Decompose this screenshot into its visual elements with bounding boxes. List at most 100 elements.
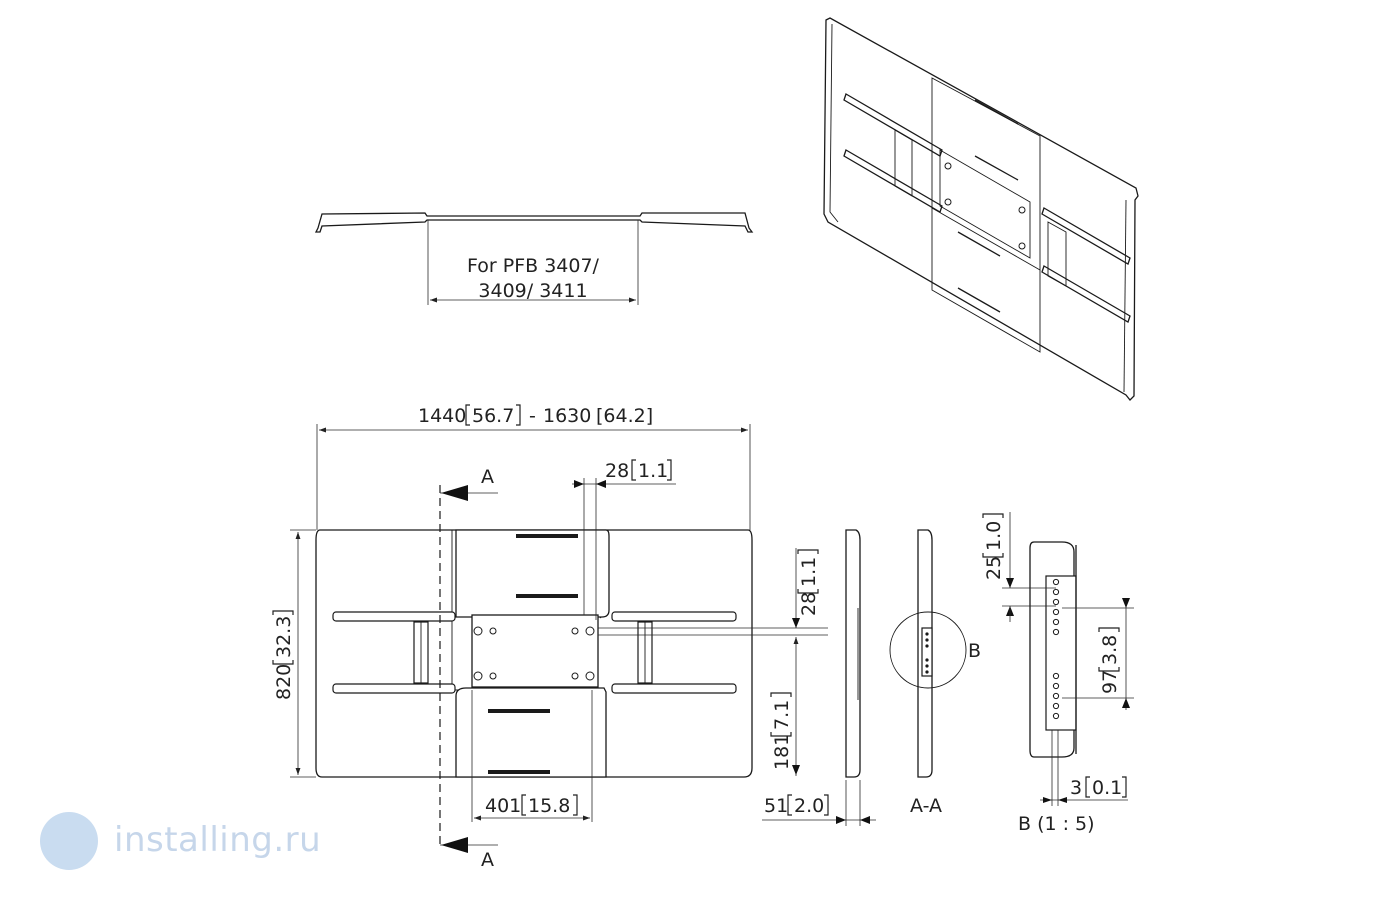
bracket-open (797, 589, 819, 594)
front-mount-hole (473, 626, 483, 636)
detail-top-mm: 25 (983, 556, 1005, 580)
bracket-open (465, 404, 470, 426)
bracket-close (824, 794, 829, 816)
side-plate (845, 529, 861, 778)
iso-bracket-left (894, 129, 913, 197)
detail-hole (1052, 628, 1060, 636)
front-bar (516, 534, 578, 538)
top-view: For PFB 3407/ 3409/ 3411 (314, 212, 754, 305)
detail-thick-mm: 3 (1070, 777, 1082, 799)
detail-arrow (1122, 698, 1130, 708)
bracket-close (573, 794, 578, 816)
front-mount-hole (585, 626, 595, 636)
iso-hole (944, 198, 952, 206)
detail-top-in: 1.0 (983, 521, 1005, 551)
section-arrow-top (441, 485, 468, 501)
iso-center-panel-bottom (931, 208, 1041, 353)
front-width-in-min: 56.7 (472, 405, 514, 427)
iso-hole (944, 162, 952, 170)
bracket-open (631, 459, 636, 481)
front-bar (488, 770, 550, 774)
offset-mm: 28 (605, 460, 629, 482)
detail-hole (1052, 618, 1060, 626)
front-mount-hole (489, 627, 497, 635)
iso-left-lip (829, 23, 839, 223)
section-hole (925, 644, 929, 648)
detail-arrow (1043, 797, 1052, 803)
front-mount-hole (585, 671, 595, 681)
front-mount-hole (571, 672, 579, 680)
section-hole (925, 664, 929, 668)
detail-hole (1052, 578, 1060, 586)
front-mount-hole (571, 627, 579, 635)
bracket-close (1122, 776, 1127, 798)
offset-in: 1.1 (638, 460, 668, 482)
detail-bracket (1045, 575, 1077, 731)
iso-interface-plate (939, 149, 1031, 259)
bracket-open (1085, 776, 1090, 798)
detail-pitch-in: 3.8 (1099, 635, 1121, 665)
isometric-view (823, 17, 1139, 401)
detail-arrow (1058, 797, 1067, 803)
detail-thick-in: 0.1 (1092, 777, 1122, 799)
front-mount-hole (489, 672, 497, 680)
height-label-group: 820 32.3 (272, 610, 295, 700)
front-bottom-center-panel (455, 687, 607, 778)
side-top-in: 1.1 (798, 557, 820, 587)
bracket-close (797, 549, 819, 554)
height-mm: 820 (273, 664, 295, 700)
bracket-close (667, 459, 672, 481)
front-bar (516, 594, 578, 598)
detail-hole (1052, 682, 1060, 690)
bracket-close (516, 404, 521, 426)
bracket-open (982, 553, 1004, 558)
detail-hole (1052, 702, 1060, 710)
section-arrow-bottom (441, 837, 468, 853)
iso-bracket-right (1047, 221, 1067, 287)
side-arrow (792, 765, 800, 775)
section-view: B A-A (889, 529, 981, 817)
depth-mm: 51 (764, 795, 788, 817)
iso-bar-3 (957, 231, 1001, 257)
watermark-text: installing.ru (114, 820, 322, 860)
detail-hole (1052, 588, 1060, 596)
bracket-open (1098, 667, 1120, 672)
detail-view: 25 1.0 97 3.8 3 0.1 B (1 : 5) (982, 512, 1134, 835)
side-bottom-label-group: 181 7.1 (770, 692, 793, 770)
height-in: 32.3 (273, 616, 295, 658)
side-top-label-group: 28 1.1 (797, 549, 820, 616)
depth-arrow (860, 816, 870, 824)
front-rail-left-top (332, 611, 456, 622)
front-rail-right-top (611, 611, 737, 622)
detail-label: B (1 : 5) (1018, 813, 1095, 835)
iso-rail-3 (1041, 207, 1131, 265)
detail-hole (1052, 598, 1060, 606)
center-in: 15.8 (528, 795, 570, 817)
top-view-note-line2: 3409/ 3411 (478, 280, 587, 302)
bracket-open (770, 732, 792, 737)
section-hole (925, 658, 929, 662)
top-view-plate-outline (314, 212, 754, 233)
iso-hole (1018, 206, 1026, 214)
bracket-close (272, 610, 294, 615)
side-top-mm: 28 (798, 592, 820, 616)
front-rail-right-bottom (611, 683, 737, 694)
side-arrow (792, 618, 800, 628)
front-width-mm-max: 1630 (543, 405, 591, 427)
bracket-open (521, 794, 526, 816)
section-bracket (921, 627, 933, 677)
detail-circle (889, 611, 967, 689)
front-mount-hole (473, 671, 483, 681)
detail-arrow (1122, 598, 1130, 608)
detail-pitch-label-group: 97 3.8 (1098, 627, 1121, 694)
iso-rail-2 (843, 149, 943, 213)
side-bottom-mm: 181 (771, 734, 793, 770)
detail-hole (1052, 712, 1060, 720)
iso-bar-2 (974, 155, 1019, 181)
bracket-open (787, 794, 792, 816)
section-hole (925, 632, 929, 636)
front-rail-left-bottom (332, 683, 456, 694)
detail-hole (1052, 608, 1060, 616)
detail-callout: B (968, 640, 981, 662)
depth-arrow (836, 816, 846, 824)
